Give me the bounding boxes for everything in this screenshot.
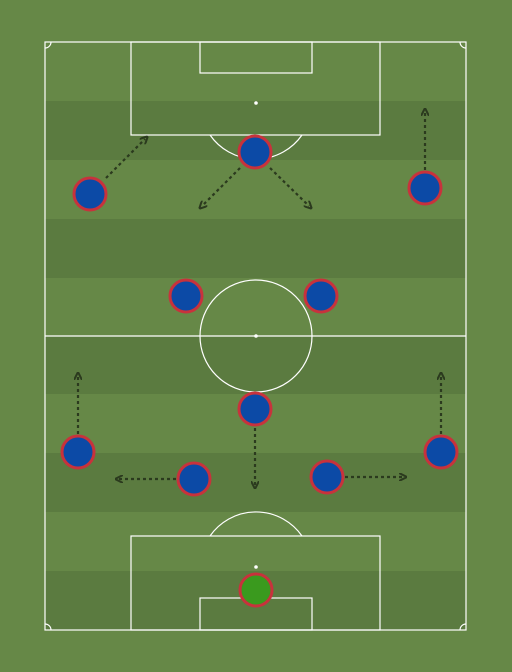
corner-arc-bottom-left	[44, 623, 52, 631]
player-marker[interactable]	[303, 278, 339, 314]
stripe	[45, 336, 466, 394]
top-goal-area	[199, 41, 313, 74]
stripe	[45, 278, 466, 336]
corner-arc-top-left	[44, 41, 52, 49]
pitch-spots	[254, 101, 258, 569]
bottom-penalty-arc	[209, 511, 303, 537]
stripe	[45, 42, 466, 101]
center-spot	[254, 334, 258, 338]
top-penalty-spot	[254, 101, 258, 105]
player-marker[interactable]	[309, 459, 345, 495]
pitch-stripes	[45, 42, 466, 630]
corner-arc-top-right	[459, 41, 467, 49]
bottom-penalty-spot	[254, 565, 258, 569]
stripe	[45, 219, 466, 278]
goalkeeper-marker[interactable]	[238, 572, 274, 608]
movement-arrow	[202, 167, 241, 206]
players	[60, 134, 459, 608]
player-marker[interactable]	[176, 461, 212, 497]
player-marker[interactable]	[237, 134, 273, 170]
player-marker[interactable]	[237, 391, 273, 427]
player-marker[interactable]	[60, 434, 96, 470]
movement-arrows	[78, 112, 441, 485]
player-marker[interactable]	[168, 278, 204, 314]
player-marker[interactable]	[423, 434, 459, 470]
corner-arc-bottom-right	[459, 623, 467, 631]
player-marker[interactable]	[72, 176, 108, 212]
stripe	[45, 512, 466, 571]
player-marker[interactable]	[407, 170, 443, 206]
